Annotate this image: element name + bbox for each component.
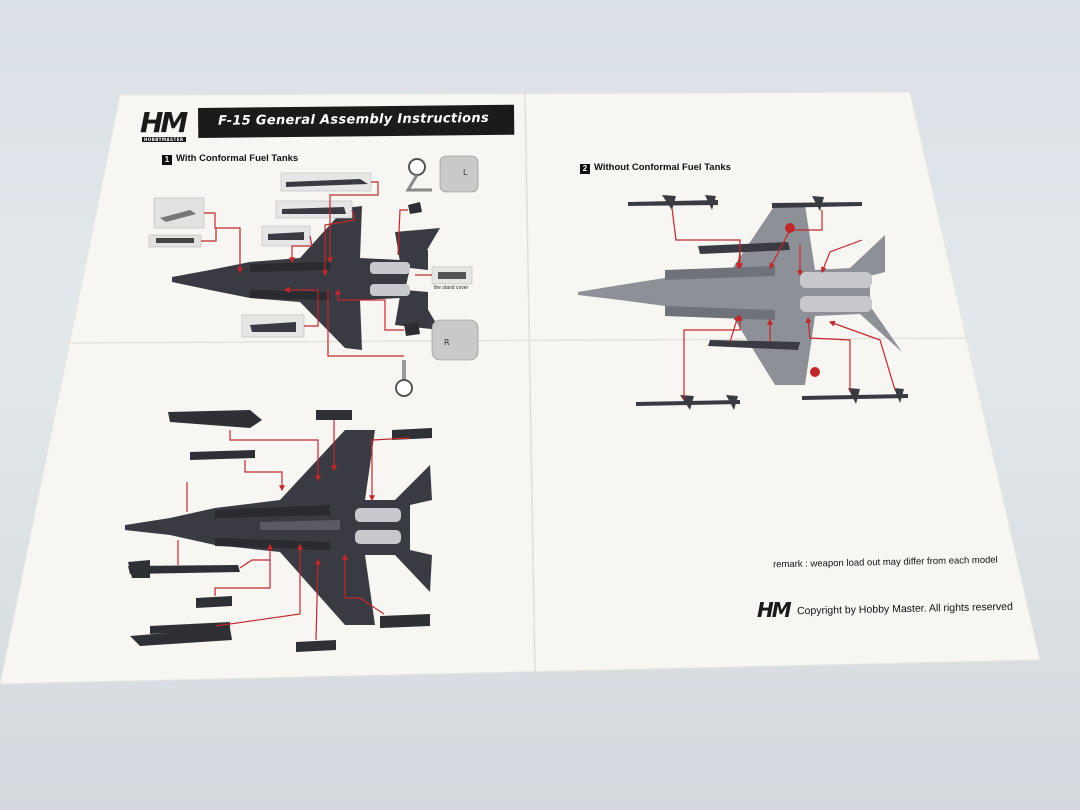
section-1-label: With Conformal Fuel Tanks: [176, 153, 299, 164]
section-2-number: 2: [580, 164, 590, 174]
title-bar: F-15 General Assembly Instructions: [198, 104, 515, 138]
hm-logo-text: HM: [140, 106, 188, 139]
aircraft-no-cft: [578, 205, 902, 385]
leader-lines-section1-bottom: [177, 420, 411, 641]
leader-lines-section2: [671, 207, 896, 400]
parts-callouts-section1-bottom: [128, 410, 432, 652]
gear-label-right: R: [444, 338, 450, 347]
footer-logo-text: HM: [757, 598, 792, 622]
parts-callouts-section1: L R: [148, 155, 479, 397]
page-title: F-15 General Assembly Instructions: [218, 110, 490, 129]
hm-logo: HM HOBBYMASTER: [140, 106, 188, 142]
stand-cover-label: the stand cover: [434, 285, 469, 291]
aircraft-cft-top-view: [172, 206, 440, 350]
hinomaru-roundel: [810, 367, 820, 377]
section-2-header: 2 Without Conformal Fuel Tanks: [580, 162, 731, 174]
footer-hm-logo: HM: [757, 598, 792, 622]
section-1-header: 1 With Conformal Fuel Tanks: [162, 153, 298, 165]
gear-label-left: L: [463, 168, 468, 177]
paper: [0, 91, 1041, 685]
hinomaru-roundel: [785, 223, 795, 233]
section-1-number: 1: [162, 155, 172, 165]
leader-lines-section1: [201, 181, 432, 357]
section-2-label: Without Conformal Fuel Tanks: [594, 162, 731, 173]
missiles-section2: [628, 195, 908, 410]
hm-logo-subtitle: HOBBYMASTER: [142, 137, 186, 142]
paper-fold-vertical: [524, 91, 536, 673]
